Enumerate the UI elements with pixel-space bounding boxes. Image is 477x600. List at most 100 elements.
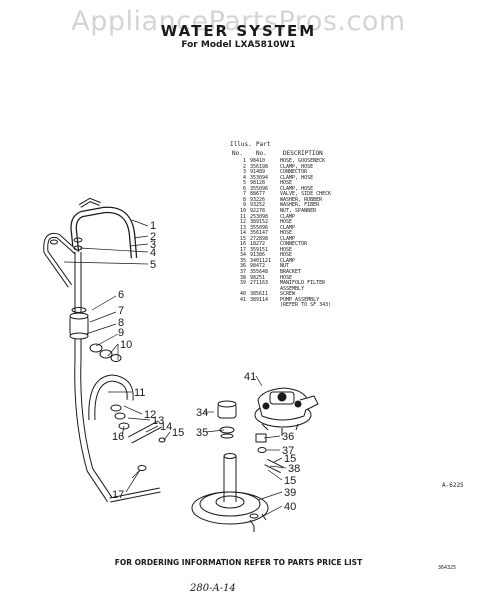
callout-number: 41 bbox=[244, 371, 256, 383]
row-part-no: 91489 bbox=[250, 169, 266, 176]
row-illus-no: 6 bbox=[242, 185, 246, 192]
table-row: 3 91489 CONNECTOR bbox=[226, 169, 376, 175]
row-part-no: 356147 bbox=[250, 230, 269, 237]
row-illus-no: 5 bbox=[242, 180, 246, 187]
row-illus-no: 17 bbox=[239, 246, 246, 253]
row-part-no: 271163 bbox=[250, 280, 269, 287]
table-row: 1 98410 HOSE, GOOSENECK bbox=[226, 158, 376, 164]
row-part-no: 18272 bbox=[250, 241, 266, 248]
callout-number: 36 bbox=[282, 431, 294, 443]
callout-number: 10 bbox=[120, 339, 132, 351]
table-row: 41 389114 PUMP ASSEMBLY bbox=[226, 297, 376, 303]
row-part-no: 3401121 bbox=[250, 257, 272, 264]
row-illus-no: 3 bbox=[242, 169, 246, 176]
row-illus-no: 4 bbox=[242, 174, 246, 181]
callout-number: 15 bbox=[284, 475, 296, 487]
callout-number: 38 bbox=[288, 463, 300, 475]
model-subtitle: For Model LXA5810W1 bbox=[181, 40, 296, 50]
row-part-no: 355096 bbox=[250, 185, 269, 192]
figure-code: A-6225 bbox=[442, 482, 464, 489]
callout-number: 34 bbox=[196, 407, 208, 419]
callout-number: 15 bbox=[172, 427, 184, 439]
row-illus-no: 8 bbox=[242, 196, 246, 203]
pump-assembly bbox=[254, 387, 319, 436]
row-part-no: 98251 bbox=[250, 274, 266, 281]
callout-number: 15 bbox=[284, 453, 296, 465]
manifold-filter-stem bbox=[223, 456, 237, 502]
site-watermark: AppliancePartsPros.com bbox=[71, 6, 406, 37]
row-part-no: 88677 bbox=[250, 191, 266, 198]
callout-number: 1 bbox=[150, 220, 156, 232]
row-illus-no: 14 bbox=[239, 230, 246, 237]
row-illus-no: 11 bbox=[239, 213, 246, 220]
callout-number: 4 bbox=[150, 247, 156, 259]
row-description: CONNECTOR bbox=[280, 241, 308, 248]
hose-clamp bbox=[219, 426, 235, 434]
table-row: ASSEMBLY bbox=[226, 286, 376, 292]
row-illus-no: 15 bbox=[239, 235, 246, 242]
row-part-no: 98410 bbox=[250, 158, 266, 164]
row-illus-no: 16 bbox=[239, 241, 246, 248]
row-description: CONNECTOR bbox=[280, 169, 308, 176]
row-description: CLAMP, HOSE bbox=[280, 174, 314, 181]
row-part-no: 385611 bbox=[250, 291, 269, 298]
ordering-instruction: FOR ORDERING INFORMATION REFER TO PARTS … bbox=[114, 558, 363, 567]
table-header-no: No. bbox=[232, 150, 243, 157]
row-description: NUT, SPANNER bbox=[280, 207, 317, 214]
row-illus-no: 38 bbox=[239, 274, 246, 281]
row-part-no: 389152 bbox=[250, 219, 269, 226]
spanner-nut bbox=[89, 343, 103, 353]
connector bbox=[118, 422, 130, 430]
row-part-no: 353094 bbox=[250, 174, 269, 181]
row-part-no: 93252 bbox=[250, 202, 266, 209]
row-part-no: 92278 bbox=[250, 207, 266, 214]
row-illus-no: 13 bbox=[239, 224, 246, 231]
row-description: ASSEMBLY bbox=[280, 285, 305, 292]
row-illus-no: 1 bbox=[242, 158, 246, 164]
row-part-no: 91386 bbox=[250, 252, 266, 259]
row-description: HOSE bbox=[280, 180, 293, 187]
nut bbox=[257, 447, 267, 453]
hose-clamp bbox=[158, 437, 166, 443]
row-illus-no: 36 bbox=[239, 263, 246, 270]
row-illus-no: 37 bbox=[239, 269, 246, 275]
hose-clamp bbox=[114, 412, 126, 420]
row-description: WASHER, RUBBER bbox=[280, 196, 323, 203]
spanner-nut bbox=[110, 354, 122, 362]
mount-bracket bbox=[249, 513, 267, 532]
row-description: HOSE, GOOSENECK bbox=[280, 158, 326, 164]
row-part-no: 389114 bbox=[250, 296, 269, 303]
row-illus-no: 40 bbox=[239, 291, 246, 298]
row-illus-no: 34 bbox=[239, 252, 246, 259]
row-description: CLAMP, HOSE bbox=[280, 185, 314, 192]
table-header-illus: Illus. bbox=[230, 141, 252, 148]
table-row: (REFER TO SF 343) bbox=[226, 302, 376, 308]
document-number: 364325 bbox=[438, 565, 457, 571]
row-illus-no: 41 bbox=[239, 296, 246, 303]
callout-number: 39 bbox=[284, 487, 296, 499]
fiber-washer bbox=[99, 349, 113, 359]
row-description: (REFER TO SF 343) bbox=[280, 302, 332, 309]
row-part-no: 93226 bbox=[250, 196, 266, 203]
callout-number: 13 bbox=[152, 415, 164, 427]
callout-number: 12 bbox=[144, 409, 156, 421]
row-illus-no: 7 bbox=[242, 191, 246, 198]
row-description: CLAMP, HOSE bbox=[280, 163, 314, 170]
callout-number: 14 bbox=[160, 421, 172, 433]
callout-number: 11 bbox=[134, 387, 145, 399]
row-illus-no: 35 bbox=[239, 257, 246, 264]
row-description: PUMP ASSEMBLY bbox=[280, 296, 320, 303]
table-header-description: DESCRIPTION bbox=[283, 150, 323, 157]
